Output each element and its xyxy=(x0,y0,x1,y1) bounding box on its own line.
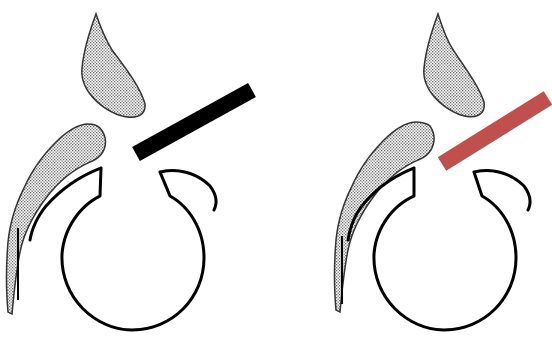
right-panel xyxy=(335,14,549,330)
teardrop-shape xyxy=(424,14,484,117)
left-panel xyxy=(7,14,253,330)
bar-black xyxy=(136,90,252,154)
arm-shape xyxy=(335,122,435,312)
circle-outline xyxy=(374,168,516,330)
arm-shape xyxy=(7,124,106,314)
right-wing-outline xyxy=(474,171,530,210)
circle-outline xyxy=(62,168,204,330)
teardrop-shape xyxy=(82,14,145,117)
